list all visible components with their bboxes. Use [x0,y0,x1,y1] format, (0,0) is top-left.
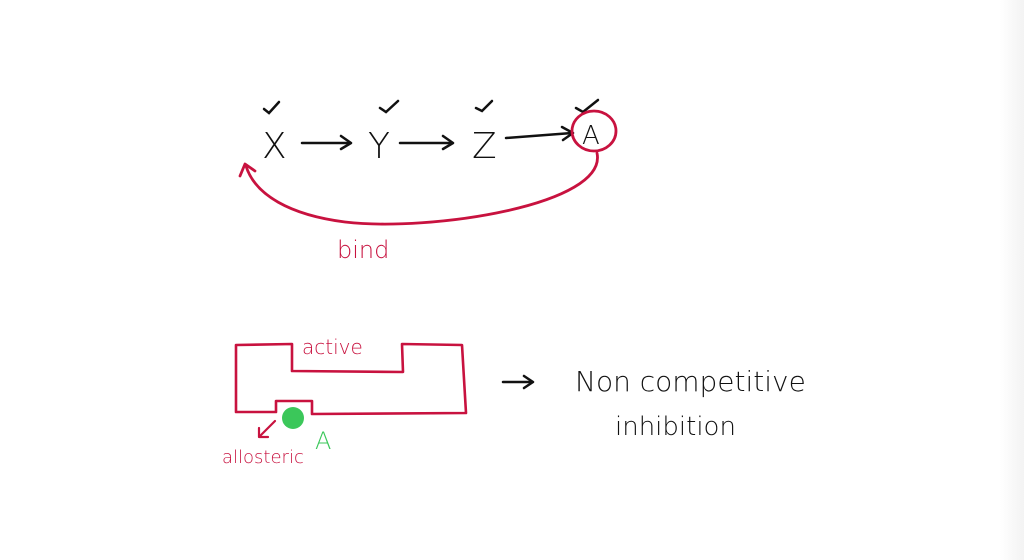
allosteric-site-label: allosteric [222,447,304,468]
check-mark-a [574,98,600,114]
enzyme-outline [234,342,468,416]
conclusion-line-1: Non competitive [575,365,806,398]
check-mark-z [474,99,494,113]
node-z: Z [472,126,497,167]
active-site-label: active [302,335,363,359]
node-x: X [262,126,287,167]
feedback-label: bind [337,236,389,264]
node-y: Y [368,126,390,167]
check-mark-y [378,99,400,114]
check-mark-x [262,100,281,115]
node-a: A [582,121,600,151]
implies-arrow [501,374,535,390]
conclusion-line-2: inhibition [615,412,736,442]
right-edge-shadow [1000,0,1024,560]
inhibitor-molecule [282,407,304,429]
pathway: X Y Z A [262,98,618,167]
circle-highlight-a [570,109,618,153]
feedback-arrow [238,151,599,226]
allosteric-pointer-arrow [257,419,277,439]
arrow-y-to-z [398,134,455,151]
inhibitor-label: A [315,427,331,455]
arrow-x-to-y [300,134,353,151]
arrow-z-to-a [504,125,575,142]
